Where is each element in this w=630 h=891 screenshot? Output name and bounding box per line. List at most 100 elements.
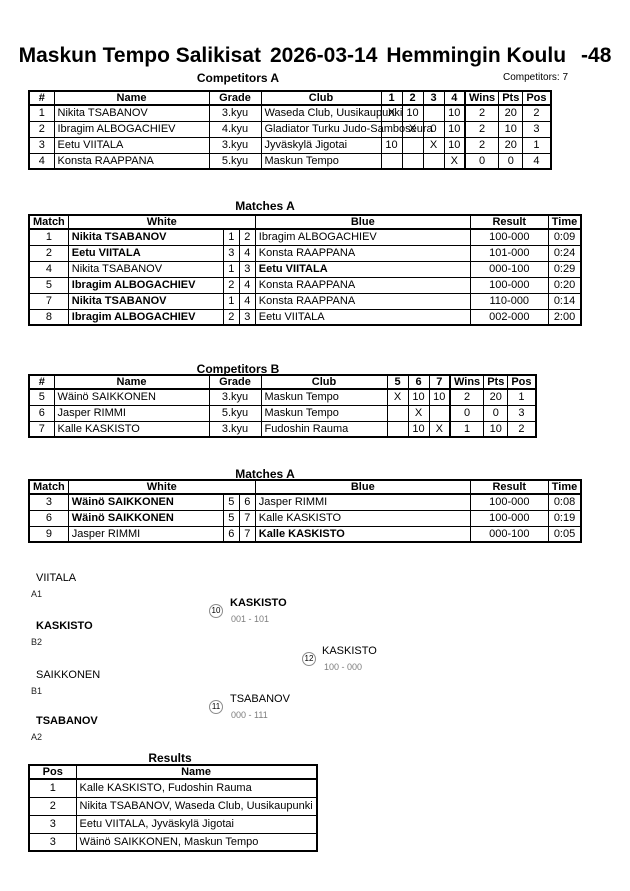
white-name: Eetu VIITALA — [67, 244, 224, 262]
competitor-grade: 5.kyu — [208, 152, 262, 170]
competitor-num: 1 — [28, 104, 55, 122]
white-num: 2 — [222, 308, 240, 326]
grid-cell — [386, 404, 409, 422]
pool-a-title: Competitors A — [196, 71, 280, 85]
white-name: Nikita TSABANOV — [67, 292, 224, 310]
match-time: 0:08 — [547, 493, 582, 511]
match-result: 000-100 — [469, 260, 549, 278]
match-number: 8 — [28, 308, 69, 326]
bracket-entry-name: TSABANOV — [36, 715, 98, 727]
col-num: # — [28, 90, 55, 106]
competitor-pts: 0 — [483, 404, 509, 422]
pool-a-header-row: # Name Grade Club 1 2 3 4 Wins Pts Pos — [28, 90, 551, 106]
pool-b-header-row: # Name Grade Club 5 6 7 Wins Pts Pos — [28, 374, 536, 390]
result-pos: 3 — [28, 832, 77, 852]
col-white: White — [67, 479, 256, 495]
match-time: 0:20 — [547, 276, 582, 294]
col-club: Club — [260, 374, 388, 390]
col-wins: Wins — [449, 374, 485, 390]
competitor-wins: 2 — [464, 104, 500, 122]
match-time: 0:29 — [547, 260, 582, 278]
match-time: 0:09 — [547, 228, 582, 246]
blue-name: Kalle KASKISTO — [254, 509, 471, 527]
white-num: 3 — [222, 244, 240, 262]
result-row: 2 Nikita TSABANOV, Waseda Club, Uusikaup… — [28, 796, 318, 816]
competitor-wins: 2 — [464, 120, 500, 138]
match-result: 100-000 — [469, 276, 549, 294]
competitor-club: Waseda Club, Uusikaupunki — [260, 104, 402, 122]
grid-cell: X — [422, 136, 445, 154]
bracket-entry-seed: A1 — [31, 589, 43, 599]
competitor-grade: 5.kyu — [208, 404, 262, 422]
grid-cell: 10 — [443, 104, 466, 122]
competitor-row: 6 Jasper RIMMI 5.kyu Maskun Tempo X 0 0 … — [28, 404, 536, 422]
bracket-entry-name: KASKISTO — [36, 620, 93, 632]
competitor-row: 2 Ibragim ALBOGACHIEV 4.kyu Gladiator Tu… — [28, 120, 551, 138]
grid-cell: X — [443, 152, 466, 170]
col-name: Name — [53, 374, 210, 390]
grid-cell — [401, 152, 424, 170]
match-time: 2:00 — [547, 308, 582, 326]
result-pos: 3 — [28, 814, 77, 834]
col-grade: Grade — [208, 90, 262, 106]
competitor-name: Eetu VIITALA — [53, 136, 210, 154]
match-number: 1 — [28, 228, 69, 246]
match-time: 0:14 — [547, 292, 582, 310]
col-pts: Pts — [498, 90, 524, 106]
blue-name: Konsta RAAPPANA — [254, 244, 471, 262]
grid-cell — [380, 152, 403, 170]
col-time: Time — [547, 214, 582, 230]
match-result: 002-000 — [469, 308, 549, 326]
col-name: Name — [53, 90, 210, 106]
col-time: Time — [547, 479, 582, 495]
result-row: 3 Wäinö SAIKKONEN, Maskun Tempo — [28, 832, 318, 852]
blue-num: 3 — [238, 260, 256, 278]
col-pos: Pos — [522, 90, 551, 106]
col-1: 1 — [380, 90, 403, 106]
result-name: Wäinö SAIKKONEN, Maskun Tempo — [75, 832, 318, 852]
title-venue: Hemmingin Koulu — [386, 44, 567, 67]
match-result: 110-000 — [469, 292, 549, 310]
col-pos: Pos — [507, 374, 536, 390]
competitor-grade: 3.kyu — [208, 420, 262, 438]
competitor-pos: 3 — [507, 404, 536, 422]
grid-cell — [422, 104, 445, 122]
blue-num: 2 — [238, 228, 256, 246]
match-row: 9 Jasper RIMMI 6 7 Kalle KASKISTO 000-10… — [28, 525, 582, 543]
match-row: 7 Nikita TSABANOV 1 4 Konsta RAAPPANA 11… — [28, 292, 582, 310]
competitor-wins: 0 — [449, 404, 485, 422]
competitor-pts: 10 — [483, 420, 509, 438]
white-name: Ibragim ALBOGACHIEV — [67, 276, 224, 294]
match-time: 0:19 — [547, 509, 582, 527]
results-table: Pos Name 1 Kalle KASKISTO, Fudoshin Raum… — [28, 764, 318, 852]
results-title: Results — [148, 751, 192, 765]
bracket-entry-seed: A2 — [31, 732, 43, 742]
competitor-pts: 20 — [498, 104, 524, 122]
final-score: 100 - 000 — [324, 662, 363, 672]
white-num: 1 — [222, 228, 240, 246]
match-time: 0:24 — [547, 244, 582, 262]
pool-b-title: Competitors B — [196, 362, 280, 376]
competitor-name: Konsta RAAPPANA — [53, 152, 210, 170]
competitor-pos: 4 — [522, 152, 551, 170]
grid-cell: X — [407, 404, 430, 422]
grid-cell: 10 — [443, 120, 466, 138]
competitor-name: Wäinö SAIKKONEN — [53, 388, 210, 406]
bracket-connector — [30, 684, 216, 730]
match-number: 3 — [28, 493, 69, 511]
results-header-row: Pos Name — [28, 764, 318, 780]
competitor-row: 7 Kalle KASKISTO 3.kyu Fudoshin Rauma 10… — [28, 420, 536, 438]
match-result: 100-000 — [469, 509, 549, 527]
grid-cell: 10 — [407, 420, 430, 438]
competitor-num: 4 — [28, 152, 55, 170]
col-match: Match — [28, 479, 69, 495]
competitor-num: 6 — [28, 404, 55, 422]
grid-cell: 10 — [407, 388, 430, 406]
competitor-name: Kalle KASKISTO — [53, 420, 210, 438]
white-name: Ibragim ALBOGACHIEV — [67, 308, 224, 326]
col-4: 4 — [443, 90, 466, 106]
competitor-wins: 2 — [449, 388, 485, 406]
competitor-name: Ibragim ALBOGACHIEV — [53, 120, 210, 138]
col-num: # — [28, 374, 55, 390]
competitor-club: Maskun Tempo — [260, 388, 388, 406]
